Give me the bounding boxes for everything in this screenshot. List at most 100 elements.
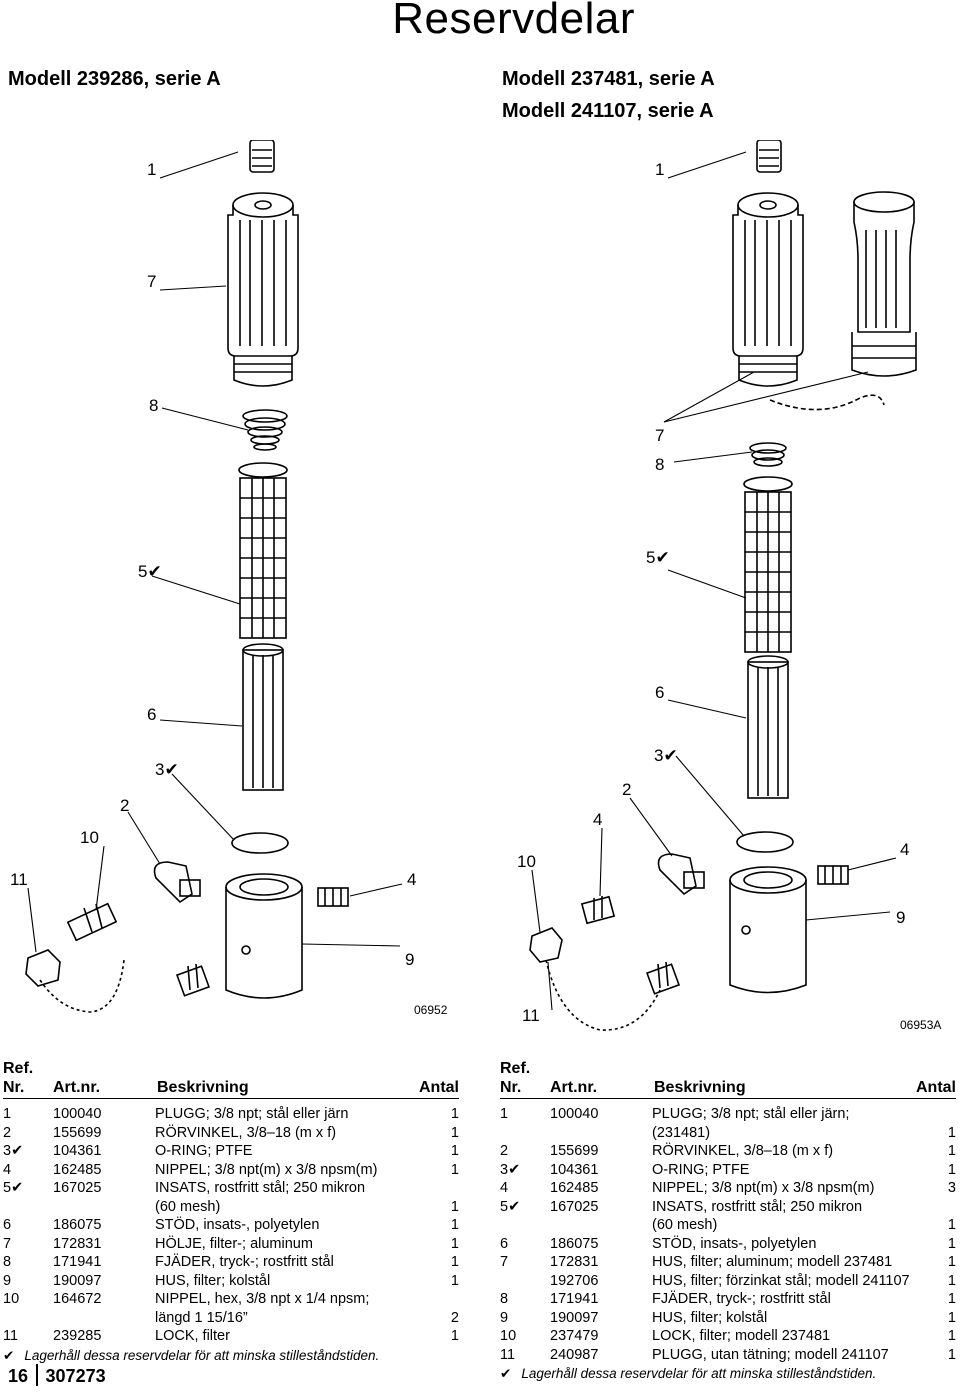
page-title: Reservdelar: [392, 0, 635, 43]
description-cell: längd 1 15/16”: [155, 1309, 248, 1326]
ref-cell: 4: [500, 1180, 509, 1196]
ref-cell: 5✔: [500, 1198, 521, 1215]
ref-cell: 10: [500, 1328, 517, 1344]
left-nipple-4: [317, 887, 349, 907]
right-callout-1: 1: [655, 160, 665, 179]
art-nr-cell: [550, 1124, 652, 1143]
quantity-cell: 1: [450, 1124, 459, 1141]
header-nr: Nr.: [3, 1079, 25, 1096]
right-screen: [743, 476, 793, 653]
page-number: 16: [8, 1366, 29, 1386]
quantity-cell: 1: [947, 1346, 956, 1363]
note-text: Lagerhåll dessa reservdelar för att mins…: [24, 1347, 380, 1363]
art-nr-cell: 104361: [53, 1143, 102, 1159]
description-cell: (60 mesh): [652, 1217, 718, 1233]
header-art: Art.nr.: [53, 1079, 101, 1096]
quantity-cell: 1: [947, 1217, 956, 1233]
ref-cell: 8: [500, 1291, 509, 1307]
ref-cell: 2: [500, 1143, 509, 1159]
ref-cell: 7: [500, 1254, 509, 1270]
left-callout-5: 5✔: [138, 562, 162, 581]
quantity-cell: 1: [450, 1198, 459, 1215]
description-cell: NIPPEL; 3/8 npt(m) x 3/8 npsm(m): [652, 1180, 875, 1196]
left-callout-3: 3✔: [155, 760, 179, 779]
description-cell: HUS, filter; kolstål: [155, 1272, 271, 1289]
description-cell: PLUGG, utan tätning; modell 241107: [652, 1346, 889, 1363]
check-icon: ✔: [3, 1347, 15, 1363]
left-note: ✔ Lagerhåll dessa reservdelar för att min…: [3, 1347, 459, 1365]
quantity-cell: 1: [450, 1161, 459, 1178]
right-chain: [545, 959, 661, 1031]
right-callout-2: 2: [622, 780, 632, 799]
left-callout-7: 7: [147, 272, 157, 291]
exploded-parts-drawing: [25, 140, 917, 1031]
art-nr-cell: 167025: [550, 1198, 599, 1215]
quantity-cell: [435, 1179, 459, 1198]
left-callout-4: 4: [407, 870, 417, 889]
ref-cell: 6: [3, 1217, 12, 1233]
art-nr-cell: 172831: [550, 1254, 599, 1270]
quantity-cell: 1: [947, 1291, 956, 1307]
right-callout-3: 3✔: [654, 746, 678, 765]
description-cell: (231481): [652, 1124, 711, 1141]
ref-cell: 11: [500, 1346, 516, 1363]
ref-cell: 11: [3, 1328, 19, 1344]
ref-cell: 4: [3, 1161, 12, 1178]
right-callout-9: 9: [896, 908, 906, 927]
art-nr-cell: [53, 1309, 155, 1328]
left-support: [242, 643, 284, 791]
ref-cell: 9: [500, 1309, 509, 1326]
left-bowl: [227, 192, 299, 387]
description-cell: HÖLJE, filter-; aluminum: [155, 1235, 313, 1252]
parts-row: längd 1 15/16”2: [3, 1309, 459, 1328]
art-nr-cell: 237479: [550, 1328, 599, 1344]
art-nr-cell: 192706: [550, 1272, 599, 1289]
left-o-ring: [231, 832, 289, 854]
parts-row: (60 mesh) 1: [500, 1216, 956, 1235]
ref-cell: 6: [500, 1235, 509, 1252]
header-ref: Ref.: [500, 1060, 531, 1077]
header-art: Art.nr.: [550, 1079, 598, 1096]
right-plug-11: [645, 961, 681, 995]
art-nr-cell: 172831: [53, 1235, 102, 1252]
left-figure-code: 06952: [414, 1003, 448, 1017]
quantity-cell: 1: [947, 1235, 956, 1252]
right-callout-11: 11: [522, 1006, 540, 1025]
ref-cell: 8: [3, 1254, 12, 1270]
description-cell: STÖD, insats-, polyetylen: [155, 1217, 320, 1233]
quantity-cell: 1: [947, 1272, 956, 1289]
quantity-cell: 1: [947, 1161, 956, 1178]
header-desc: Beskrivning: [654, 1079, 746, 1096]
left-cap: [25, 949, 61, 987]
description-cell: NIPPEL, hex, 3/8 npt x 1/4 npsm;: [155, 1291, 370, 1307]
ref-cell: [500, 1124, 550, 1143]
table-header: Ref. Nr. Art.nr. Beskrivning Antal: [500, 1060, 956, 1099]
ref-cell: [500, 1272, 550, 1291]
art-nr-cell: 162485: [53, 1161, 102, 1178]
description-cell: NIPPEL; 3/8 npt(m) x 3/8 npsm(m): [155, 1161, 378, 1178]
right-spring: [749, 442, 787, 467]
description-cell: INSATS, rostfritt stål; 250 mikron: [155, 1180, 366, 1196]
art-nr-cell: 104361: [550, 1161, 599, 1178]
left-callout-8: 8: [149, 396, 159, 415]
quantity-cell: 3: [947, 1180, 956, 1196]
left-callout-6: 6: [147, 705, 157, 724]
art-nr-cell: [550, 1216, 652, 1235]
